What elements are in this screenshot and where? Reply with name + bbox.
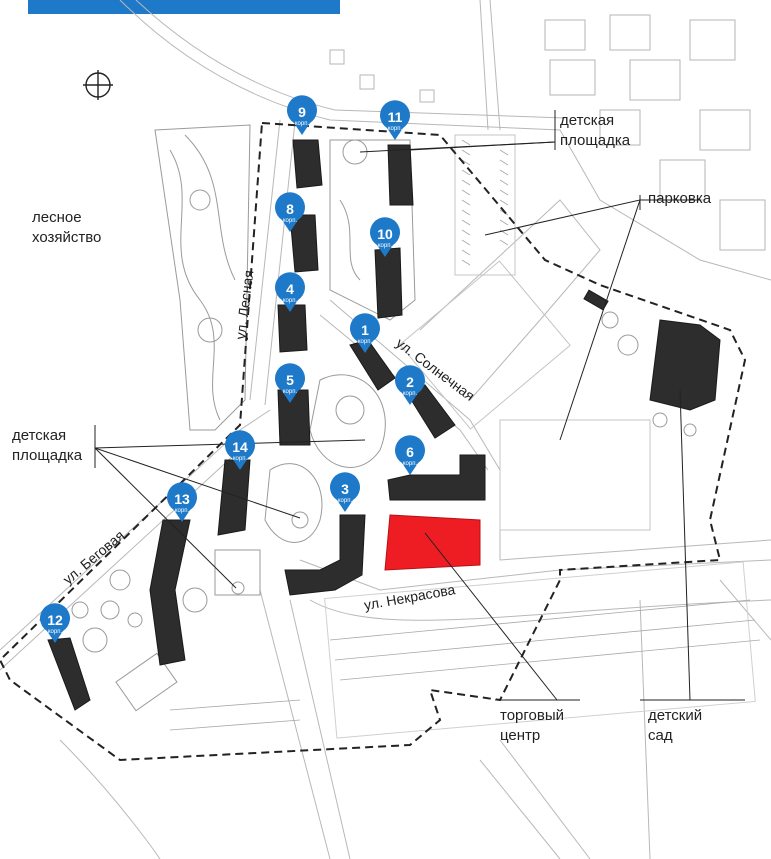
pin-number: 3 [341, 481, 349, 497]
street-nekrasova: ул. Некрасова [363, 581, 457, 613]
label-forest-line1: лесное [32, 209, 82, 226]
pin-number: 2 [406, 374, 414, 390]
pin-sub-label: корп. [338, 498, 353, 504]
label-mall-line1: торговый [500, 707, 564, 724]
building-4 [277, 304, 308, 353]
label-forest-line2: хозяйство [32, 229, 101, 246]
map-pin-icon [380, 100, 411, 140]
building-14 [217, 459, 251, 536]
pin-sub-label: корп. [48, 629, 63, 635]
pin-number: 1 [361, 322, 369, 338]
pin-sub-label: корп. [283, 298, 298, 304]
pin-number: 11 [388, 109, 403, 125]
map-pin-icon [275, 272, 306, 312]
map-pin-icon [350, 313, 380, 353]
label-kindergarten-line2: сад [648, 727, 673, 744]
label-mall-line2: центр [500, 727, 540, 744]
pin-number: 9 [298, 104, 306, 120]
label-playground-top-line1: детская [560, 112, 614, 129]
leader-lines [94, 110, 745, 701]
building-8 [289, 214, 319, 273]
pin-number: 5 [286, 372, 294, 388]
map-pin-icon [166, 482, 197, 522]
building-12 [47, 637, 91, 711]
pin-sub-label: корп. [295, 121, 310, 127]
building-3 [284, 514, 366, 596]
street-lesnaya: ул. Лесная [232, 269, 256, 340]
parking-areas [169, 134, 761, 739]
kindergarten-building [649, 319, 721, 411]
pin-number: 14 [232, 439, 248, 455]
street-begovaya: ул. Беговая [60, 527, 128, 587]
map-pin-icon [287, 95, 318, 135]
map-pin-icon [395, 365, 425, 405]
building-9 [292, 139, 323, 189]
map-pin-icon [275, 192, 306, 232]
label-playground-left-line2: площадка [12, 447, 83, 464]
pin-sub-label: корп. [403, 391, 418, 397]
small-structure [583, 289, 609, 311]
label-kindergarten-line1: детский [648, 707, 702, 724]
map-pin-icon [225, 430, 256, 470]
building-10 [374, 247, 403, 319]
pin-sub-label: корп. [175, 508, 190, 514]
building-1 [349, 339, 396, 391]
pin-number: 12 [47, 612, 63, 628]
label-playground-left-line1: детская [12, 427, 66, 444]
pin-number: 10 [377, 226, 393, 242]
pin-number: 8 [286, 201, 294, 217]
forest-paths [154, 124, 251, 431]
map-pin-icon [395, 435, 425, 475]
pin-sub-label: корп. [403, 461, 418, 467]
pin-sub-label: корп. [388, 126, 403, 132]
pin-number: 4 [286, 281, 294, 297]
map-pin-icon [275, 363, 306, 403]
header-tab [28, 0, 340, 14]
context-houses [329, 14, 766, 251]
building-pins: 1корп.2корп.3корп.4корп.5корп.6корп.8кор… [40, 95, 425, 643]
map-pin-icon [40, 603, 70, 643]
building-13 [149, 519, 191, 666]
pin-sub-label: корп. [358, 339, 373, 345]
pin-sub-label: корп. [283, 218, 298, 224]
pin-sub-label: корп. [378, 243, 393, 249]
pin-sub-label: корп. [233, 456, 248, 462]
building-5 [277, 389, 311, 446]
pin-number: 6 [406, 444, 414, 460]
map-pin-icon [330, 472, 360, 512]
label-parking: парковка [648, 190, 712, 207]
pin-sub-label: корп. [283, 389, 298, 395]
site-boundary [0, 121, 747, 762]
building-6 [387, 454, 486, 501]
building-11 [387, 144, 414, 206]
north-compass-icon [83, 70, 113, 100]
map-pin-icon [370, 217, 401, 257]
pin-number: 13 [174, 491, 190, 507]
label-playground-top-line2: площадка [560, 132, 631, 149]
